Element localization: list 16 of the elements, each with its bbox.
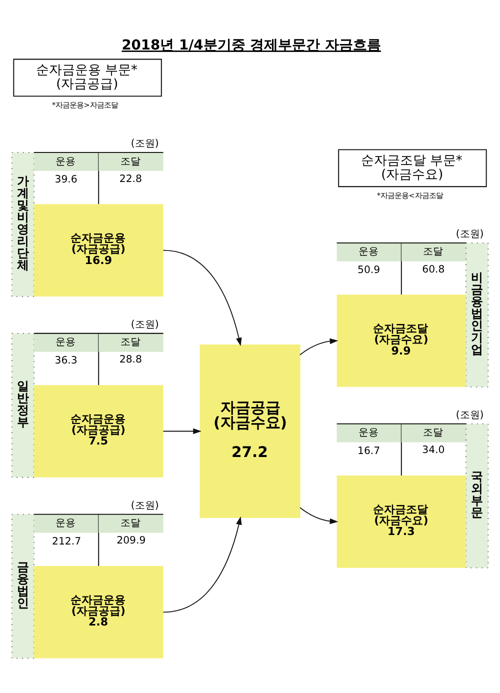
- arrow: [162, 428, 202, 434]
- node-label: *자금운용>자금조달: [52, 100, 118, 110]
- diagram-title: 2018년 1/4분기중 경제부문간 자금흐름: [122, 37, 381, 54]
- node-box: 순자금조달 부문* (자금수요): [338, 148, 487, 187]
- node-label: *자금운용<자금조달: [376, 190, 443, 200]
- node-box: 순자금운용 부문* (자금공급): [13, 58, 162, 96]
- arrow: [300, 506, 338, 524]
- arrow: [162, 516, 242, 612]
- arrow: [162, 249, 242, 346]
- node-label: (조원): [130, 319, 159, 330]
- arrow: [300, 338, 338, 355]
- node-label: (조원): [130, 138, 159, 150]
- node-box: 자금공급 (자금수요) 27.2: [200, 344, 300, 518]
- node-label: (조원): [130, 500, 159, 512]
- node-label: (조원): [456, 410, 484, 421]
- node-label: (조원): [456, 228, 484, 240]
